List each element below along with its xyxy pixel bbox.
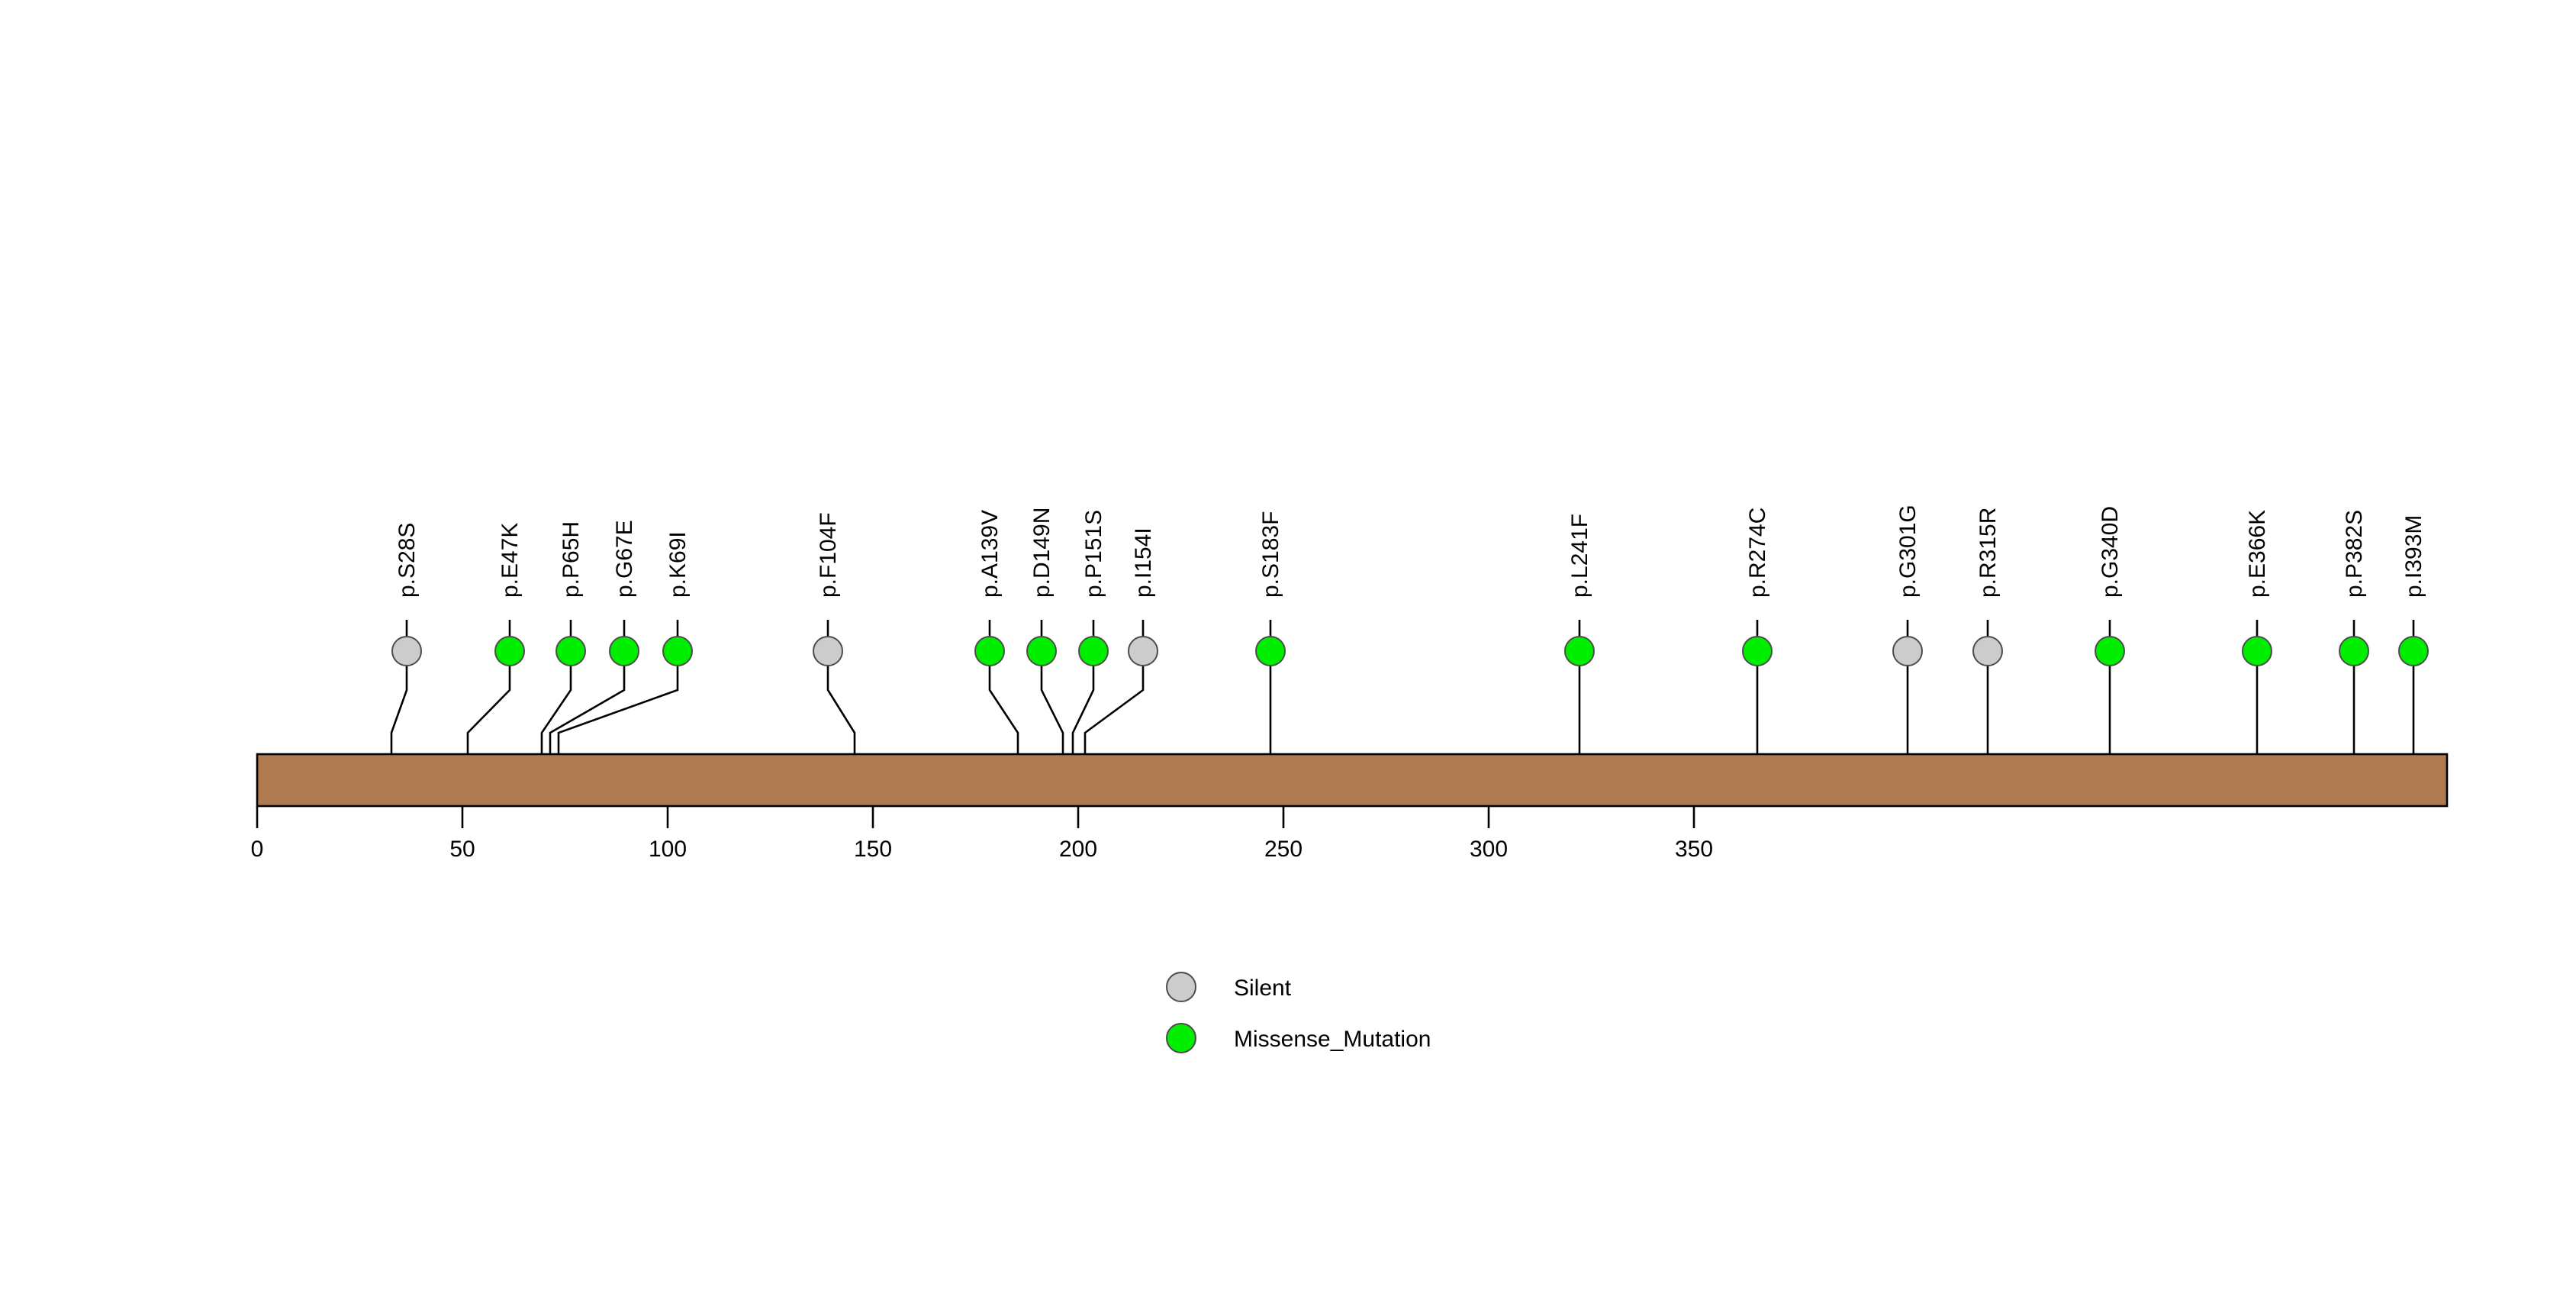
axis-tick-label-200: 200 xyxy=(1059,837,1097,862)
axis-tick-label-250: 250 xyxy=(1264,837,1302,862)
mutation-marker-p.G340D[interactable] xyxy=(2095,636,2125,666)
mutation-marker-p.E47K[interactable] xyxy=(494,636,525,666)
mutation-marker-p.A139V[interactable] xyxy=(974,636,1005,666)
mutation-marker-p.L241F[interactable] xyxy=(1564,636,1595,666)
axis-tick-label-150: 150 xyxy=(854,837,892,862)
mutation-lollipops-group xyxy=(391,636,2429,666)
mutation-label-p.E366K: p.E366K xyxy=(2245,510,2270,598)
mutation-marker-p.S183F[interactable] xyxy=(1255,636,1286,666)
mutation-label-p.I393M: p.I393M xyxy=(2401,515,2426,598)
mutation-marker-p.I393M[interactable] xyxy=(2398,636,2429,666)
mutation-label-p.S183F: p.S183F xyxy=(1258,511,1283,598)
mutation-marker-p.G301G[interactable] xyxy=(1892,636,1923,666)
mutation-label-p.I154I: p.I154I xyxy=(1131,527,1156,598)
mutation-marker-p.F104F[interactable] xyxy=(813,636,843,666)
axis-tick-label-50: 50 xyxy=(449,837,475,862)
mutation-marker-p.G67E[interactable] xyxy=(609,636,639,666)
mutation-marker-p.R315R[interactable] xyxy=(1972,636,2003,666)
mutation-label-p.D149N: p.D149N xyxy=(1029,508,1055,598)
axis-tick-label-350: 350 xyxy=(1675,837,1713,862)
axis-tick-label-100: 100 xyxy=(649,837,687,862)
mutation-label-p.K69I: p.K69I xyxy=(665,531,691,598)
mutation-marker-p.R274C[interactable] xyxy=(1742,636,1773,666)
mutation-marker-p.P151S[interactable] xyxy=(1078,636,1109,666)
legend-label-Missense_Mutation: Missense_Mutation xyxy=(1234,1027,1431,1052)
mutation-marker-p.P65H[interactable] xyxy=(555,636,586,666)
mutation-marker-p.P382S[interactable] xyxy=(2339,636,2369,666)
legend-swatch-Missense_Mutation[interactable] xyxy=(1166,1023,1196,1053)
mutation-label-p.F104F: p.F104F xyxy=(816,512,841,598)
mutation-label-p.G340D: p.G340D xyxy=(2098,506,2123,598)
mutation-label-p.P151S: p.P151S xyxy=(1081,510,1106,598)
mutation-labels-group: p.S28S p.E47K p.P65H p.G67E p.K69I p.F104F p.A… xyxy=(394,505,2426,598)
mutation-label-p.S28S: p.S28S xyxy=(394,523,420,598)
mutation-label-p.R274C: p.R274C xyxy=(1745,508,1770,598)
mutation-marker-p.D149N[interactable] xyxy=(1026,636,1057,666)
mutation-label-p.P382S: p.P382S xyxy=(2342,510,2367,598)
legend-label-Silent: Silent xyxy=(1234,976,1292,1001)
mutation-label-p.G301G: p.G301G xyxy=(1895,505,1921,598)
protein-backbone-rect xyxy=(256,753,2449,808)
legend-swatch-Silent[interactable] xyxy=(1166,972,1196,1002)
x-axis-group: 0 50 100 150 200 250 300 350 xyxy=(251,806,1713,862)
mutation-label-p.G67E: p.G67E xyxy=(612,520,637,598)
mutation-label-p.P65H: p.P65H xyxy=(559,521,584,598)
protein-backbone-group xyxy=(256,753,2449,808)
mutation-label-p.L241F: p.L241F xyxy=(1567,514,1592,598)
axis-tick-label-0: 0 xyxy=(251,837,264,862)
mutation-label-p.A139V: p.A139V xyxy=(977,510,1003,598)
mutation-marker-p.E366K[interactable] xyxy=(2242,636,2272,666)
mutation-marker-p.K69I[interactable] xyxy=(662,636,693,666)
axis-tick-label-300: 300 xyxy=(1470,837,1508,862)
mutation-label-p.E47K: p.E47K xyxy=(497,523,523,598)
mutation-marker-p.I154I[interactable] xyxy=(1128,636,1158,666)
mutation-label-p.R315R: p.R315R xyxy=(1975,508,2001,598)
mutation-marker-p.S28S[interactable] xyxy=(391,636,422,666)
